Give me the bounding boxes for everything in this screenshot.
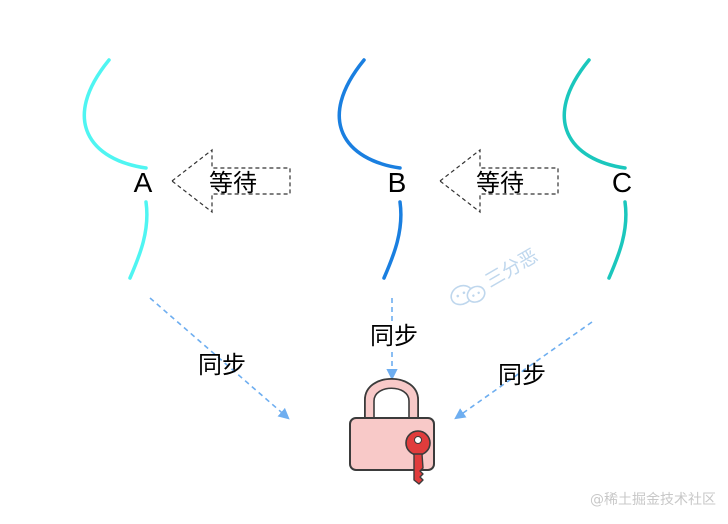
footer-credit: @稀土掘金技术社区 [590, 492, 716, 508]
thread-c-label: C [612, 167, 632, 198]
thread-c-upper-line [562, 58, 627, 170]
thread-b-label: B [388, 167, 407, 198]
sync-label-a: 同步 [198, 351, 246, 379]
thread-a-lower-line [128, 200, 149, 280]
sync-arrow-b: 同步 [367, 298, 421, 381]
key-icon [405, 430, 431, 485]
wait-label-a: 等待 [209, 169, 257, 197]
thread-b: B [337, 58, 407, 280]
wait-arrow-b: 等待 [439, 148, 559, 214]
wait-arrow-a: 等待 [171, 148, 291, 214]
thread-a: A [82, 58, 153, 280]
sync-arrow-a-line [149, 297, 290, 420]
thread-a-label: A [134, 167, 153, 198]
key-hole [414, 436, 422, 444]
key-shaft [413, 453, 424, 485]
watermark: 三分恶 [450, 245, 542, 306]
wechat-icon [450, 284, 486, 306]
sync-label-b: 同步 [370, 322, 418, 350]
lock-icon [349, 378, 435, 471]
thread-a-upper-line [82, 58, 148, 170]
thread-b-lower-line [382, 200, 403, 280]
lock-shackle-fill [364, 378, 419, 421]
sync-arrow-c: 同步 [454, 321, 593, 420]
watermark-text: 三分恶 [482, 245, 542, 293]
thread-c: C [562, 58, 632, 280]
lock-body [349, 417, 435, 471]
sync-arrow-c-line [454, 321, 593, 420]
thread-c-lower-line [607, 200, 628, 280]
thread-b-upper-line [337, 58, 402, 170]
sync-arrow-a: 同步 [149, 297, 290, 420]
wait-label-b: 等待 [476, 169, 524, 197]
sync-label-c: 同步 [498, 361, 546, 389]
